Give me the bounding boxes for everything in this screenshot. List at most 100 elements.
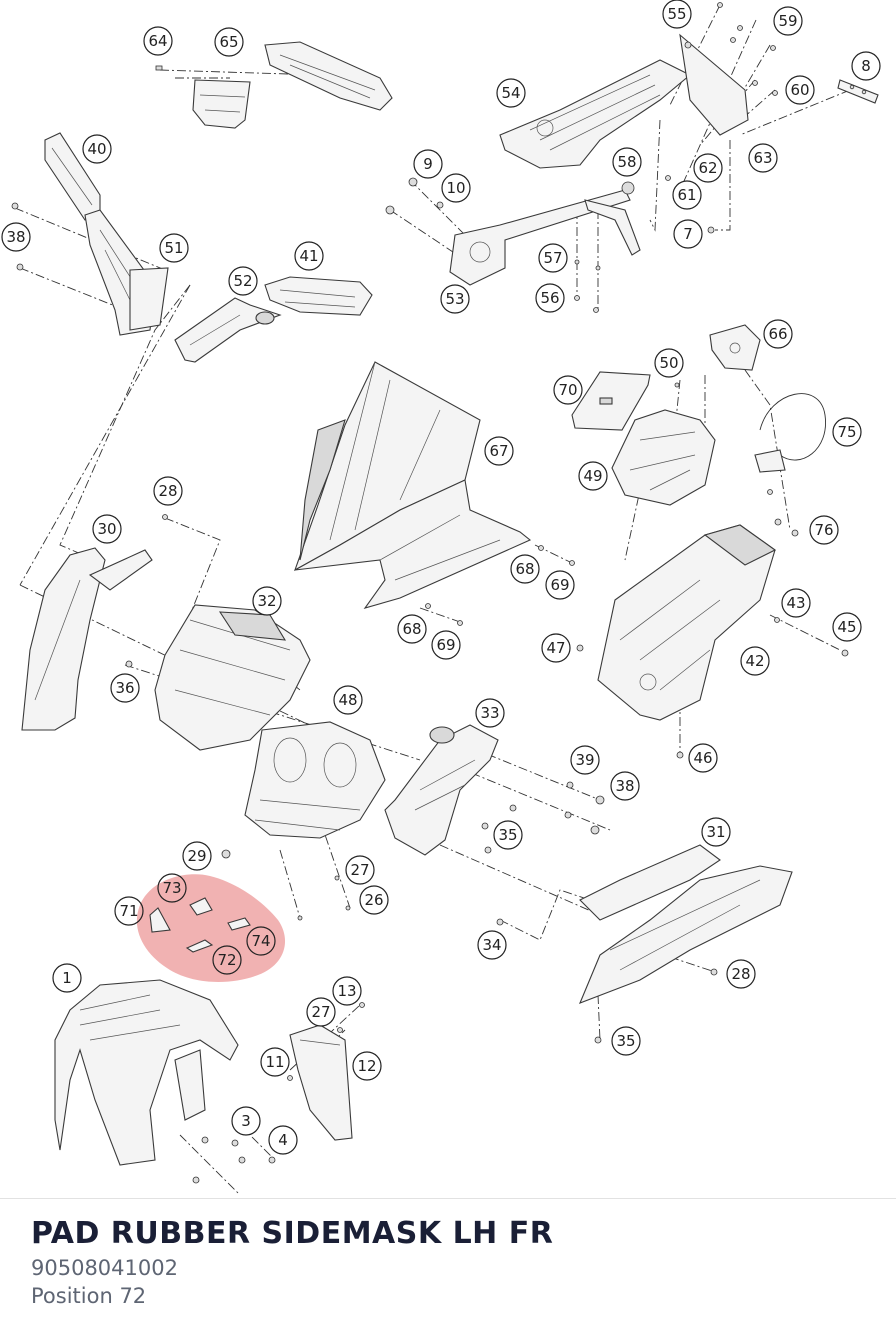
callout-3[interactable]: 3 [231, 1106, 261, 1136]
part-30-side-panel [21, 547, 153, 731]
svg-text:3: 3 [241, 1112, 251, 1130]
callout-64[interactable]: 64 [143, 26, 173, 56]
callout-68[interactable]: 68 [510, 554, 540, 584]
callout-48[interactable]: 48 [333, 685, 363, 715]
svg-text:36: 36 [115, 679, 134, 697]
part-42-undertray [597, 524, 777, 721]
callout-29[interactable]: 29 [182, 841, 212, 871]
callout-28[interactable]: 28 [726, 959, 756, 989]
svg-text:51: 51 [164, 239, 183, 257]
svg-text:46: 46 [693, 749, 712, 767]
part-number: 90508041002 [31, 1256, 178, 1280]
callout-43[interactable]: 43 [781, 588, 811, 618]
svg-text:29: 29 [187, 847, 206, 865]
callout-27[interactable]: 27 [306, 997, 336, 1027]
callout-76[interactable]: 76 [809, 515, 839, 545]
callout-65[interactable]: 65 [214, 27, 244, 57]
part-40-mirror-mount [44, 132, 169, 336]
svg-text:11: 11 [265, 1053, 284, 1071]
callout-10[interactable]: 10 [441, 173, 471, 203]
callout-52[interactable]: 52 [228, 266, 258, 296]
callout-32[interactable]: 32 [252, 586, 282, 616]
part-71-74-pads [149, 897, 251, 953]
callout-50[interactable]: 50 [654, 348, 684, 378]
callout-70[interactable]: 70 [553, 375, 583, 405]
callout-8[interactable]: 8 [851, 51, 881, 81]
svg-text:60: 60 [790, 81, 809, 99]
callout-35[interactable]: 35 [611, 1026, 641, 1056]
svg-text:32: 32 [257, 592, 276, 610]
callout-27[interactable]: 27 [345, 855, 375, 885]
callout-28[interactable]: 28 [153, 476, 183, 506]
callout-54[interactable]: 54 [496, 78, 526, 108]
callout-40[interactable]: 40 [82, 134, 112, 164]
callout-47[interactable]: 47 [541, 633, 571, 663]
callout-51[interactable]: 51 [159, 233, 189, 263]
divider [0, 1198, 896, 1199]
callout-41[interactable]: 41 [294, 241, 324, 271]
svg-text:8: 8 [861, 57, 871, 75]
callout-11[interactable]: 11 [260, 1047, 290, 1077]
callout-53[interactable]: 53 [440, 284, 470, 314]
svg-text:50: 50 [659, 354, 678, 372]
callout-69[interactable]: 69 [545, 570, 575, 600]
svg-text:4: 4 [278, 1131, 288, 1149]
part-31-side-panel [578, 844, 793, 1004]
callout-73[interactable]: 73 [157, 873, 187, 903]
callout-42[interactable]: 42 [740, 646, 770, 676]
svg-text:52: 52 [233, 272, 252, 290]
callout-72[interactable]: 72 [212, 945, 242, 975]
callout-34[interactable]: 34 [477, 930, 507, 960]
part-41-mirror [174, 276, 373, 363]
callout-9[interactable]: 9 [413, 149, 443, 179]
callout-57[interactable]: 57 [538, 243, 568, 273]
callout-13[interactable]: 13 [332, 976, 362, 1006]
callout-12[interactable]: 12 [352, 1051, 382, 1081]
callout-4[interactable]: 4 [268, 1125, 298, 1155]
callout-39[interactable]: 39 [570, 745, 600, 775]
callout-71[interactable]: 71 [114, 896, 144, 926]
callout-56[interactable]: 56 [535, 283, 565, 313]
callout-62[interactable]: 62 [693, 153, 723, 183]
part-65-taillight [155, 41, 393, 129]
callout-1[interactable]: 1 [52, 963, 82, 993]
svg-text:71: 71 [119, 902, 138, 920]
callout-38[interactable]: 38 [610, 771, 640, 801]
svg-text:57: 57 [543, 249, 562, 267]
callout-49[interactable]: 49 [578, 461, 608, 491]
svg-text:40: 40 [87, 140, 106, 158]
callout-38[interactable]: 38 [1, 222, 31, 252]
callout-7[interactable]: 7 [673, 219, 703, 249]
svg-text:43: 43 [786, 594, 805, 612]
callout-35[interactable]: 35 [493, 820, 523, 850]
callout-66[interactable]: 66 [763, 319, 793, 349]
callout-69[interactable]: 69 [431, 630, 461, 660]
svg-text:41: 41 [299, 247, 318, 265]
callout-58[interactable]: 58 [612, 147, 642, 177]
callout-31[interactable]: 31 [701, 817, 731, 847]
part-32-housing [154, 604, 311, 751]
svg-text:56: 56 [540, 289, 559, 307]
callout-63[interactable]: 63 [748, 143, 778, 173]
callout-46[interactable]: 46 [688, 743, 718, 773]
callout-59[interactable]: 59 [773, 6, 803, 36]
callout-60[interactable]: 60 [785, 75, 815, 105]
svg-text:35: 35 [616, 1032, 635, 1050]
callout-55[interactable]: 55 [662, 0, 692, 29]
callout-33[interactable]: 33 [475, 698, 505, 728]
callout-30[interactable]: 30 [92, 514, 122, 544]
svg-text:39: 39 [575, 751, 594, 769]
callout-75[interactable]: 75 [832, 417, 862, 447]
callout-26[interactable]: 26 [359, 885, 389, 915]
svg-text:38: 38 [615, 777, 634, 795]
callout-45[interactable]: 45 [832, 612, 862, 642]
svg-text:49: 49 [583, 467, 602, 485]
callout-68[interactable]: 68 [397, 614, 427, 644]
callout-74[interactable]: 74 [246, 926, 276, 956]
svg-text:13: 13 [337, 982, 356, 1000]
callout-36[interactable]: 36 [110, 673, 140, 703]
callout-67[interactable]: 67 [484, 436, 514, 466]
callout-61[interactable]: 61 [672, 180, 702, 210]
svg-text:30: 30 [97, 520, 116, 538]
svg-text:12: 12 [357, 1057, 376, 1075]
